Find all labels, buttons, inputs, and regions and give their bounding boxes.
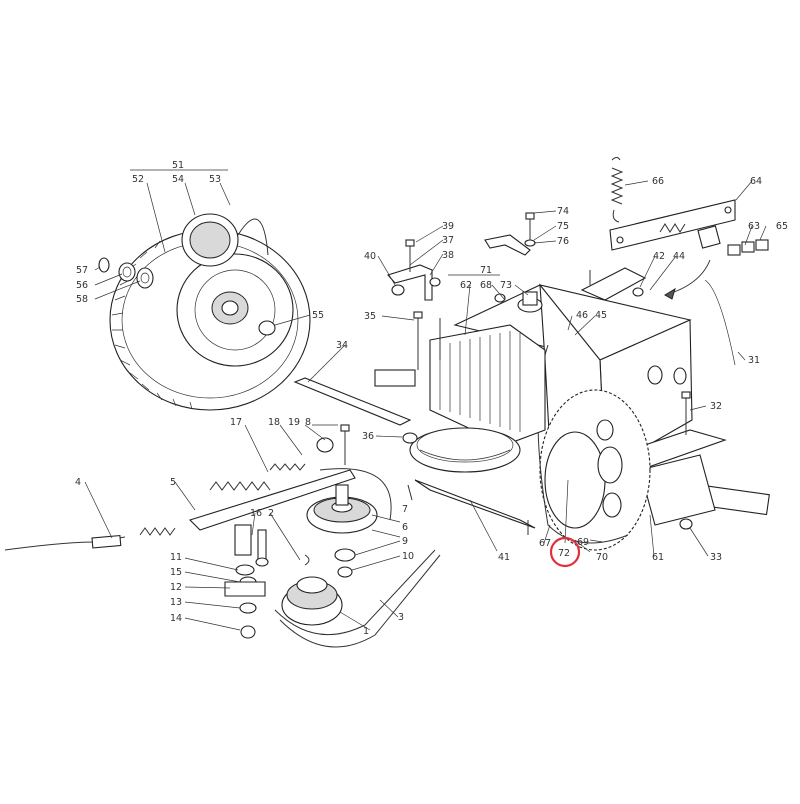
sprocket-chain bbox=[537, 344, 651, 551]
label-5: 5 bbox=[170, 477, 176, 488]
label-53: 53 bbox=[209, 174, 221, 185]
label-31: 31 bbox=[748, 355, 760, 366]
part-labels: 51 52 54 53 55 57 56 58 34 35 36 40 39 3… bbox=[75, 160, 788, 637]
label-68: 68 bbox=[480, 280, 492, 291]
label-38: 38 bbox=[442, 250, 454, 261]
label-37: 37 bbox=[442, 235, 454, 246]
label-76: 76 bbox=[557, 236, 569, 247]
label-42: 42 bbox=[653, 251, 665, 262]
label-44: 44 bbox=[673, 251, 685, 262]
spring-tensioner bbox=[609, 157, 769, 256]
hydraulic-motor bbox=[402, 291, 546, 535]
label-74: 74 bbox=[557, 206, 569, 217]
label-54: 54 bbox=[172, 174, 184, 185]
label-4: 4 bbox=[75, 477, 81, 488]
label-15: 15 bbox=[170, 567, 182, 578]
label-34: 34 bbox=[336, 340, 348, 351]
label-41: 41 bbox=[498, 552, 510, 563]
top-brackets bbox=[293, 212, 536, 426]
label-8: 8 bbox=[305, 417, 311, 428]
label-61: 61 bbox=[652, 552, 664, 563]
label-65: 65 bbox=[776, 221, 788, 232]
label-72: 72 bbox=[558, 548, 570, 559]
label-73: 73 bbox=[500, 280, 512, 291]
label-46: 46 bbox=[576, 310, 588, 321]
label-45: 45 bbox=[595, 310, 607, 321]
label-64: 64 bbox=[750, 176, 762, 187]
label-51: 51 bbox=[172, 160, 184, 171]
label-16: 16 bbox=[250, 508, 262, 519]
label-36: 36 bbox=[362, 431, 374, 442]
label-75: 75 bbox=[557, 221, 569, 232]
label-10: 10 bbox=[402, 551, 414, 562]
label-58: 58 bbox=[76, 294, 88, 305]
belt-drive bbox=[4, 424, 441, 648]
label-52: 52 bbox=[132, 174, 144, 185]
label-9: 9 bbox=[402, 536, 408, 547]
label-32: 32 bbox=[710, 401, 722, 412]
label-66: 66 bbox=[652, 176, 664, 187]
label-71: 71 bbox=[480, 265, 492, 276]
label-35: 35 bbox=[364, 311, 376, 322]
rear-wheel bbox=[98, 213, 311, 411]
label-6: 6 bbox=[402, 522, 408, 533]
label-62: 62 bbox=[460, 280, 472, 291]
label-2: 2 bbox=[268, 508, 274, 519]
highlight-circle bbox=[549, 536, 581, 568]
label-13: 13 bbox=[170, 597, 182, 608]
label-7: 7 bbox=[402, 504, 408, 515]
label-67: 67 bbox=[539, 538, 551, 549]
leader-lines bbox=[84, 169, 767, 631]
label-18: 18 bbox=[268, 417, 280, 428]
label-55: 55 bbox=[312, 310, 324, 321]
label-11: 11 bbox=[170, 552, 182, 563]
label-56: 56 bbox=[76, 280, 88, 291]
label-63: 63 bbox=[748, 221, 760, 232]
label-70: 70 bbox=[596, 552, 608, 563]
label-3: 3 bbox=[398, 612, 404, 623]
label-57: 57 bbox=[76, 265, 88, 276]
label-33: 33 bbox=[710, 552, 722, 563]
label-19: 19 bbox=[288, 417, 300, 428]
label-69: 69 bbox=[577, 537, 589, 548]
label-40: 40 bbox=[364, 251, 376, 262]
label-39: 39 bbox=[442, 221, 454, 232]
label-17: 17 bbox=[230, 417, 242, 428]
label-14: 14 bbox=[170, 613, 182, 624]
label-1: 1 bbox=[363, 626, 369, 637]
label-12: 12 bbox=[170, 582, 182, 593]
